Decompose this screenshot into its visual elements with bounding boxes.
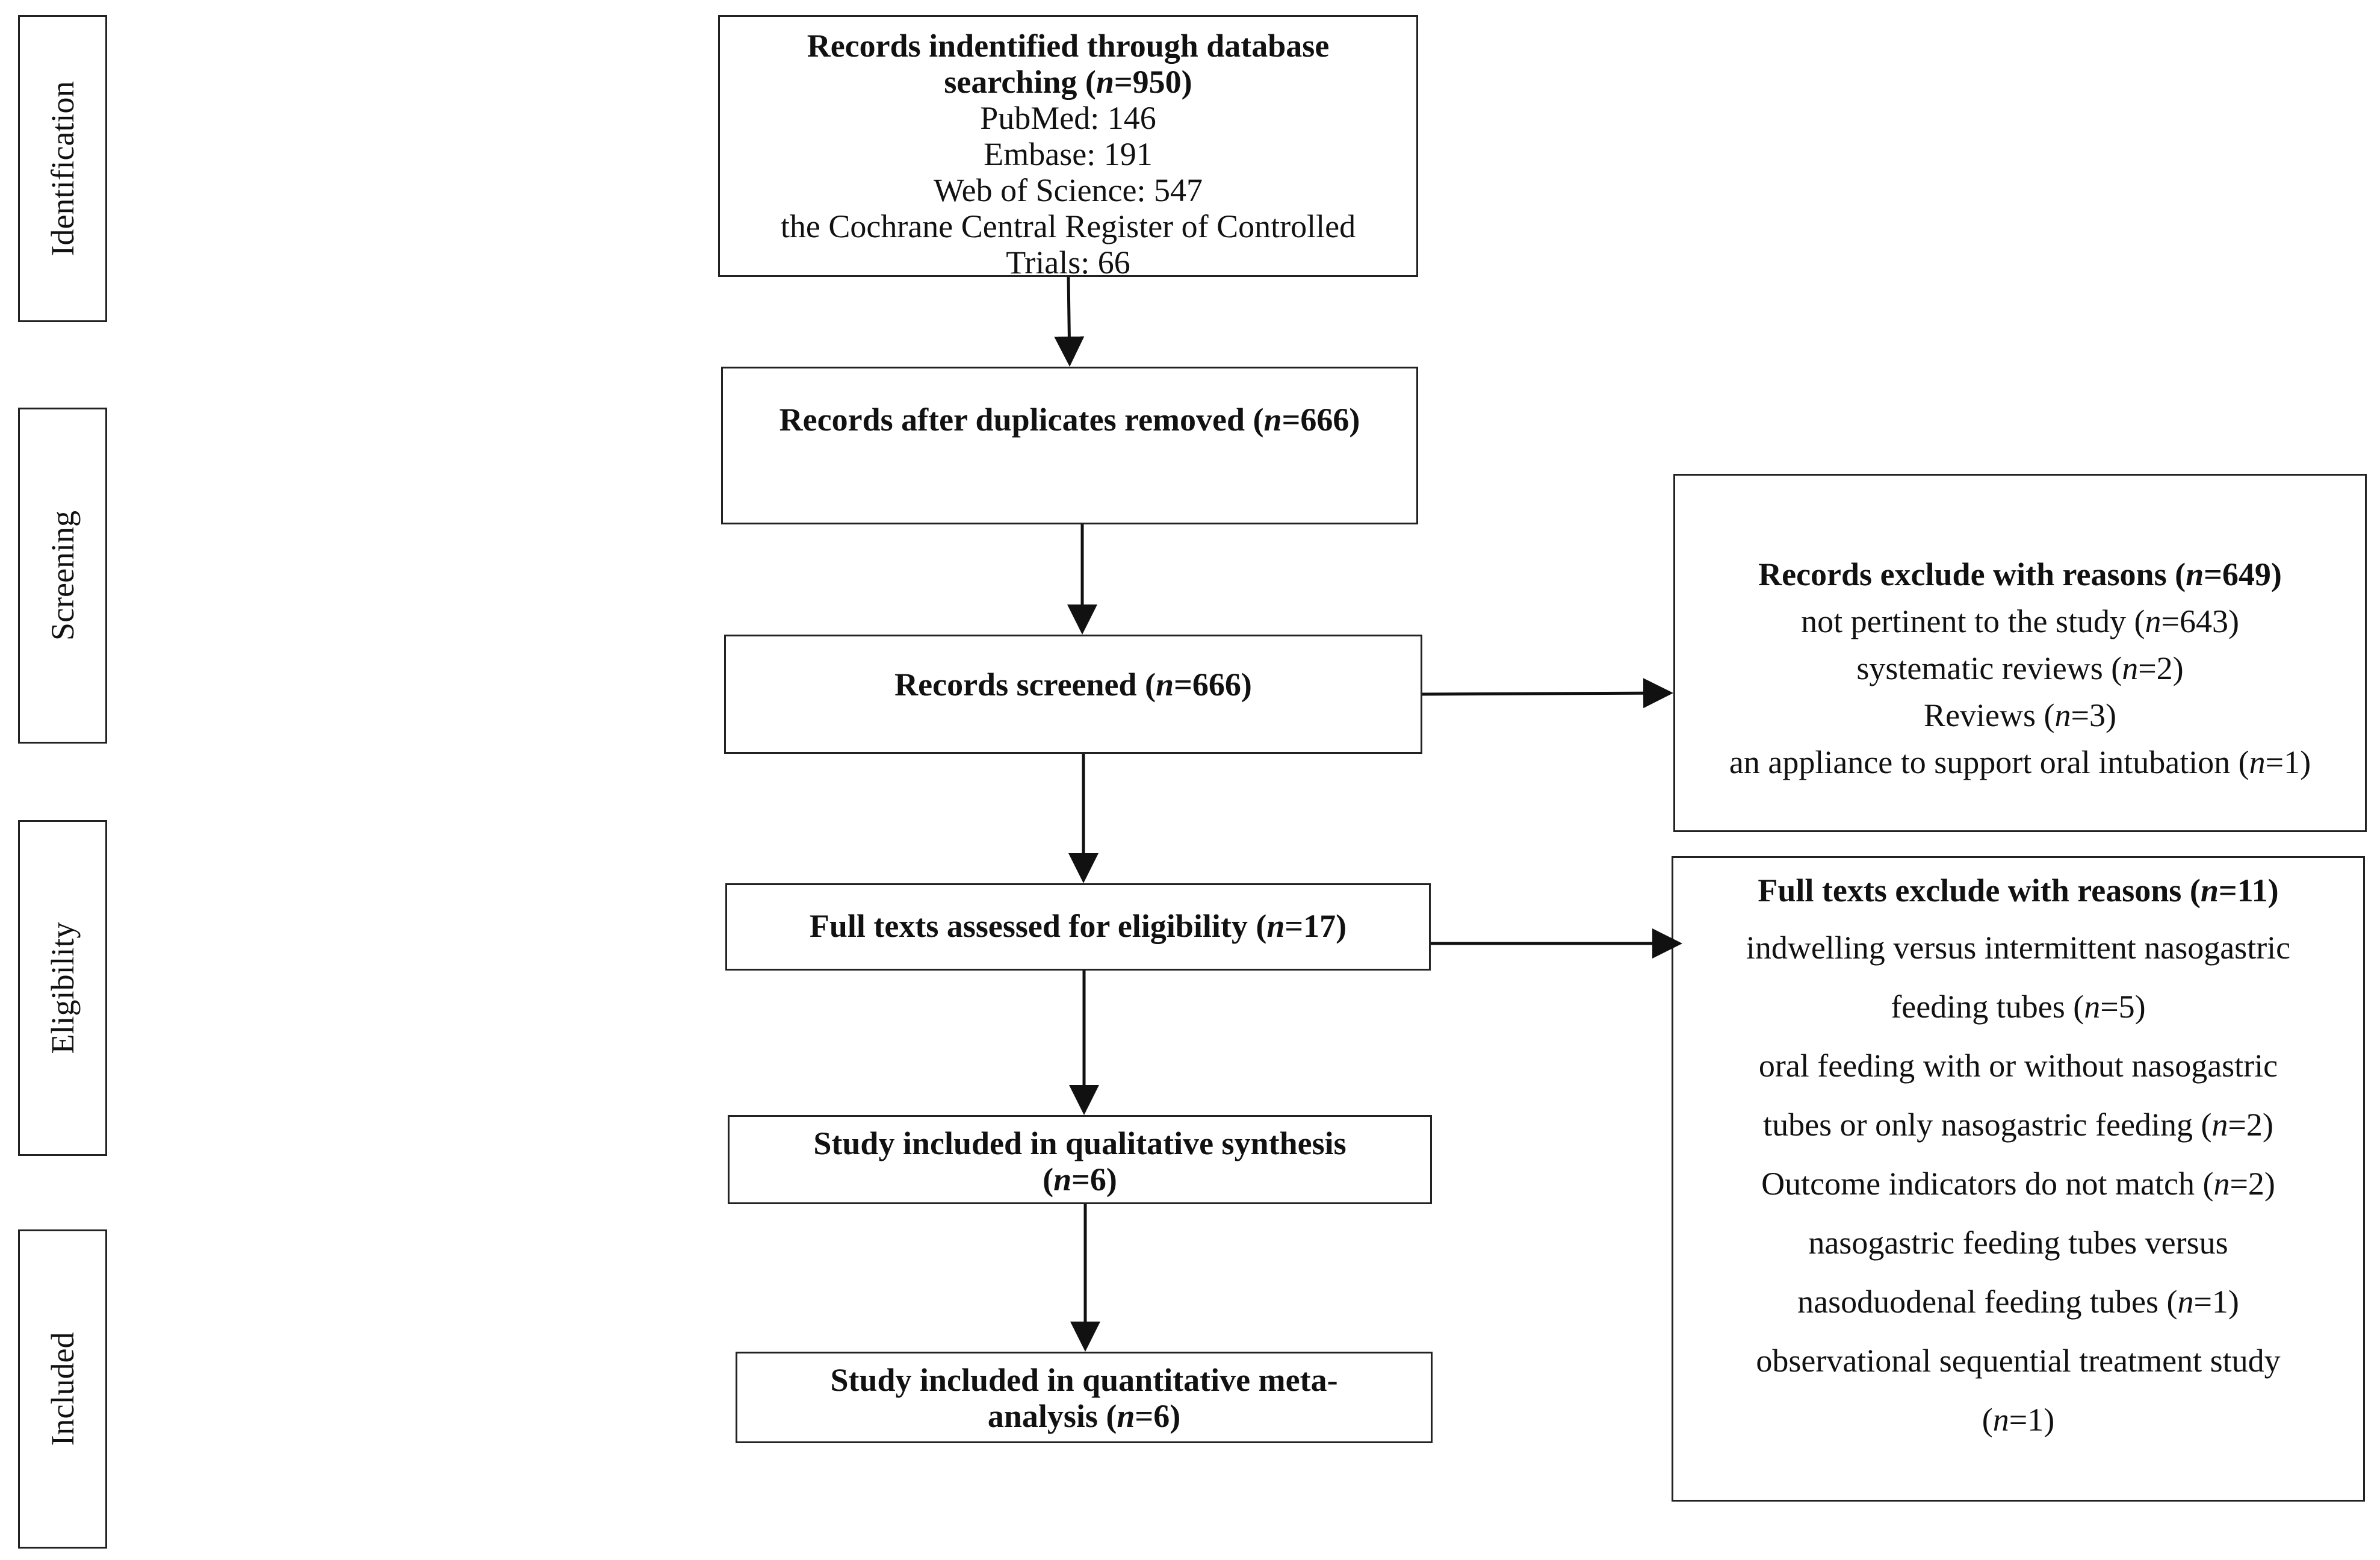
fulltext-excluded-line-1: indwelling versus intermittent nasogastr… [1746, 930, 2291, 966]
fulltext-excluded-line-2: feeding tubes (n=5) [1891, 989, 2146, 1025]
fulltext-excluded-line-8: observational sequential treatment study [1756, 1343, 2281, 1379]
qualitative-line2: (n=6) [1043, 1161, 1117, 1198]
fulltext-excluded-title: Full texts exclude with reasons (n=11) [1758, 872, 2279, 909]
identified-wos: Web of Science: 547 [933, 172, 1203, 208]
fulltext-excluded-line-4: tubes or only nasogastric feeding (n=2) [1763, 1107, 2273, 1143]
identified-records-box: Records indentified through database sea… [718, 15, 1418, 281]
fulltext-excluded-line-6: nasogastric feeding tubes versus [1808, 1225, 2228, 1261]
qualitative-line1: Study included in qualitative synthesis [813, 1125, 1346, 1161]
stage-screening: Screening [18, 408, 107, 744]
records-excluded-reason-1: not pertinent to the study (n=643) [1801, 603, 2239, 639]
identified-title-line2: searching (n=950) [944, 64, 1192, 100]
stage-included: Included [18, 1229, 107, 1549]
fulltext-assessed-text: Full texts assessed for eligibility (n=1… [809, 908, 1347, 944]
records-screened-text: Records screened (n=666) [894, 667, 1252, 703]
arrow-identified-to-duplicates [1054, 276, 1085, 367]
qualitative-synthesis-box: Study included in qualitative synthesis … [728, 1115, 1432, 1204]
records-excluded-box: Records exclude with reasons (n=649) not… [1673, 474, 2367, 832]
quantitative-line1: Study included in quantitative meta- [830, 1362, 1338, 1398]
duplicates-removed-text: Records after duplicates removed (n=666) [779, 402, 1360, 438]
stage-eligibility: Eligibility [18, 820, 107, 1156]
records-excluded-reason-4: an appliance to support oral intubation … [1729, 744, 2311, 780]
fulltext-excluded-line-7: nasoduodenal feeding tubes (n=1) [1797, 1284, 2239, 1320]
records-excluded-reason-3: Reviews (n=3) [1924, 697, 2116, 733]
records-excluded-title: Records exclude with reasons (n=649) [1758, 556, 2282, 592]
fulltext-excluded-box: Full texts exclude with reasons (n=11) i… [1672, 856, 2365, 1502]
quantitative-meta-analysis-box: Study included in quantitative meta- ana… [736, 1352, 1433, 1443]
stage-identification: Identification [18, 15, 107, 322]
quantitative-line2: analysis (n=6) [987, 1398, 1181, 1434]
records-screened-box: Records screened (n=666) [724, 635, 1422, 754]
identified-embase: Embase: 191 [984, 136, 1153, 172]
fulltext-excluded-line-3: oral feeding with or without nasogastric [1758, 1048, 2278, 1084]
identified-title-line1: Records indentified through database [807, 28, 1330, 64]
records-excluded-reason-2: systematic reviews (n=2) [1856, 650, 2184, 686]
duplicates-removed-box: Records after duplicates removed (n=666) [721, 367, 1418, 524]
fulltext-excluded-line-5: Outcome indicators do not match (n=2) [1761, 1166, 2275, 1202]
fulltext-excluded-line-9: (n=1) [1982, 1402, 2055, 1438]
identified-pubmed: PubMed: 146 [980, 100, 1156, 136]
identified-cochrane-line2: Trials: 66 [1006, 244, 1130, 281]
identified-cochrane-line1: the Cochrane Central Register of Control… [780, 208, 1356, 244]
fulltext-assessed-box: Full texts assessed for eligibility (n=1… [725, 883, 1431, 971]
arrow-screened-to-excluded [1422, 678, 1673, 709]
